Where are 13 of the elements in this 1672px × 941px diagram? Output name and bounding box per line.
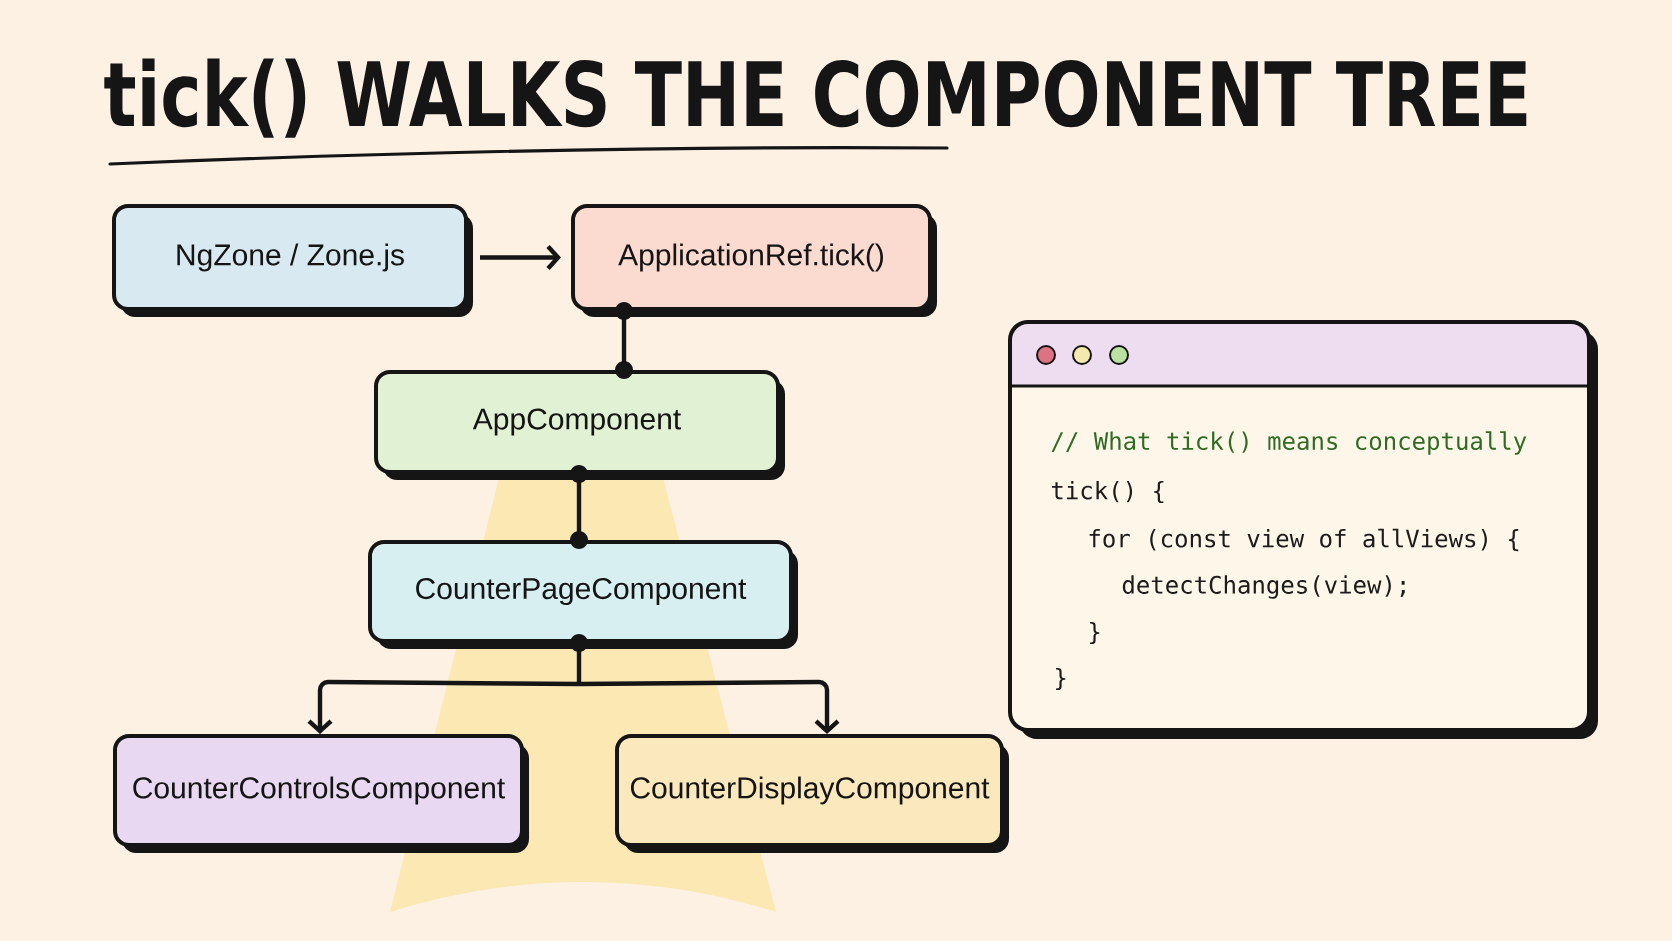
connector-line [570, 634, 588, 684]
connector-line [570, 465, 588, 549]
connector-line [615, 302, 633, 379]
arrow [480, 245, 561, 270]
process-box: CounterControlsComponent [113, 734, 529, 853]
process-box: ApplicationRef.tick() [571, 204, 937, 317]
process-box: AppComponent [374, 370, 785, 480]
process-box: CounterDisplayComponent [615, 734, 1009, 853]
process-box: NgZone / Zone.js [112, 204, 473, 317]
title: tick() WALKS THE COMPONENT TREE [104, 58, 1527, 138]
arrow [307, 679, 580, 734]
process-box: CounterPageComponent [368, 540, 798, 649]
arrow [579, 679, 840, 734]
